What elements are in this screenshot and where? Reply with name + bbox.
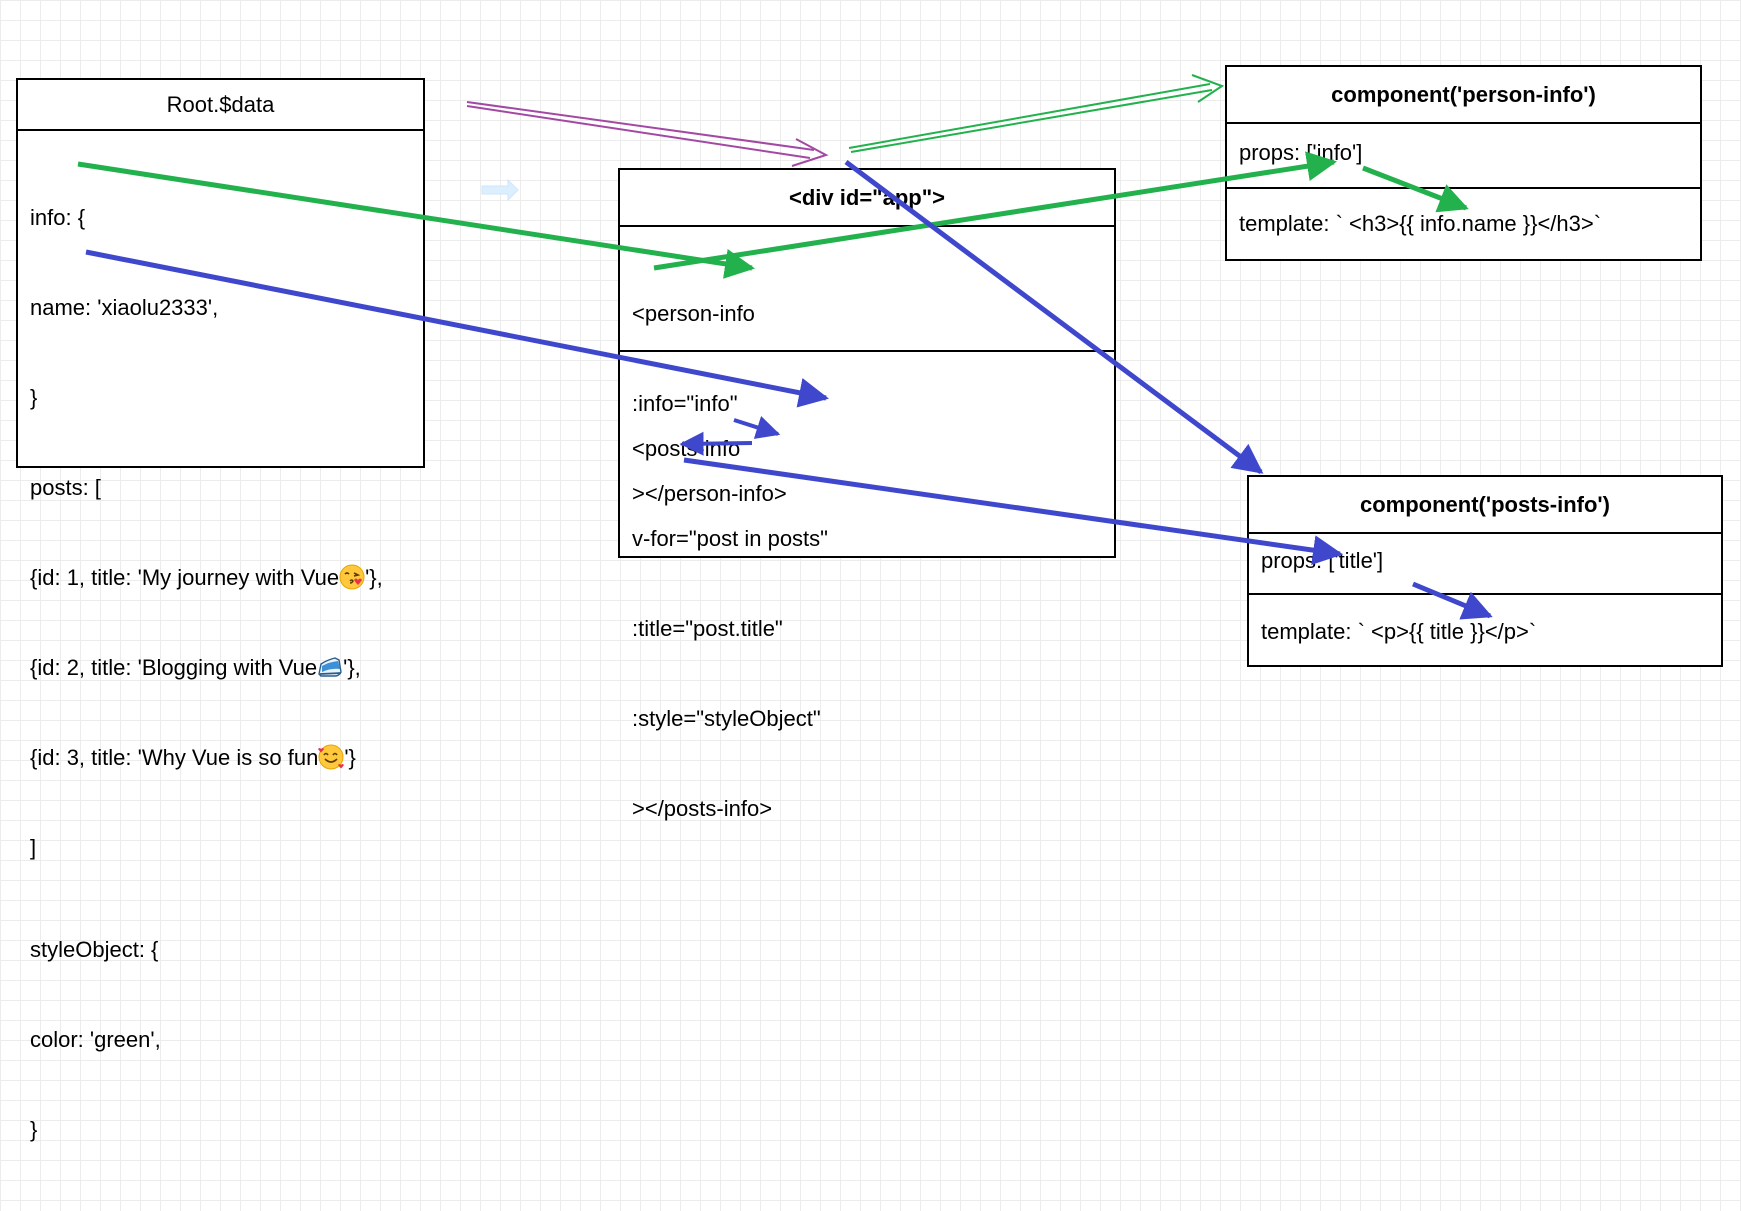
person-info-usage: <person-info :info="info" ></person-info… — [620, 227, 1114, 506]
post-line-1: {id: 1, title: 'My journey with Vue '}, — [30, 563, 411, 593]
posts-close-line: ] — [30, 835, 37, 860]
person-info-open-tag: <person-info — [632, 301, 755, 326]
info-close-line: } — [30, 385, 38, 410]
posts-info-component-title: component('posts-info') — [1249, 477, 1721, 534]
kiss-face-emoji-icon — [339, 564, 365, 590]
posts-info-attr-title: :title="post.title" — [632, 616, 783, 641]
posts-info-attr-vfor: v-for="post in posts" — [632, 526, 828, 551]
posts-info-attr-style: :style="styleObject" — [632, 706, 821, 731]
post-line-2: {id: 2, title: 'Blogging with Vue '}, — [30, 653, 411, 683]
posts-info-template: template: ` <p>{{ title }}</p>` — [1261, 619, 1537, 644]
posts-info-open-tag: <posts-info — [632, 436, 741, 461]
root-data-content: info: { name: 'xiaolu2333', } posts: [ {… — [18, 131, 423, 1211]
posts-info-component-box: component('posts-info') props: ['title']… — [1247, 475, 1723, 667]
person-info-template: template: ` <h3>{{ info.name }}</h3>` — [1239, 211, 1602, 236]
running-shoe-emoji-icon — [318, 657, 342, 677]
root-data-box: Root.$data info: { name: 'xiaolu2333', }… — [16, 78, 425, 1142]
posts-info-close-tag: ></posts-info> — [632, 796, 773, 821]
faint-arrow-icon — [481, 178, 519, 202]
post-1-suffix: '}, — [365, 565, 383, 590]
post-1-text: {id: 1, title: 'My journey with Vue — [30, 565, 340, 590]
post-line-3: {id: 3, title: 'Why Vue is so fun '} — [30, 743, 411, 773]
smiling-hearts-emoji-icon — [318, 744, 345, 770]
style-color-line: color: 'green', — [30, 1027, 161, 1052]
app-div-title: <div id="app"> — [620, 170, 1114, 227]
person-info-component-title: component('person-info') — [1227, 67, 1700, 124]
style-close-line: } — [30, 1117, 38, 1142]
info-name-line: name: 'xiaolu2333', — [30, 295, 219, 320]
info-open-line: info: { — [30, 205, 86, 230]
person-info-component-box: component('person-info') props: ['info']… — [1225, 65, 1702, 261]
posts-info-usage: <posts-info v-for="post in posts" :title… — [620, 352, 1114, 890]
purple-arrow-root-to-app — [466, 101, 829, 167]
post-3-text: {id: 3, title: 'Why Vue is so fun — [30, 745, 319, 770]
style-open-line: styleObject: { — [30, 937, 159, 962]
app-div-box: <div id="app"> <person-info :info="info"… — [618, 168, 1116, 821]
post-2-suffix: '}, — [343, 655, 361, 680]
green-arrow-app-to-person-component — [848, 74, 1225, 153]
posts-info-props: props: ['title'] — [1249, 534, 1721, 595]
posts-open-line: posts: [ — [30, 475, 101, 500]
person-info-props: props: ['info'] — [1227, 124, 1700, 189]
post-2-text: {id: 2, title: 'Blogging with Vue — [30, 655, 318, 680]
post-3-suffix: '} — [344, 745, 356, 770]
root-data-title: Root.$data — [18, 80, 423, 131]
